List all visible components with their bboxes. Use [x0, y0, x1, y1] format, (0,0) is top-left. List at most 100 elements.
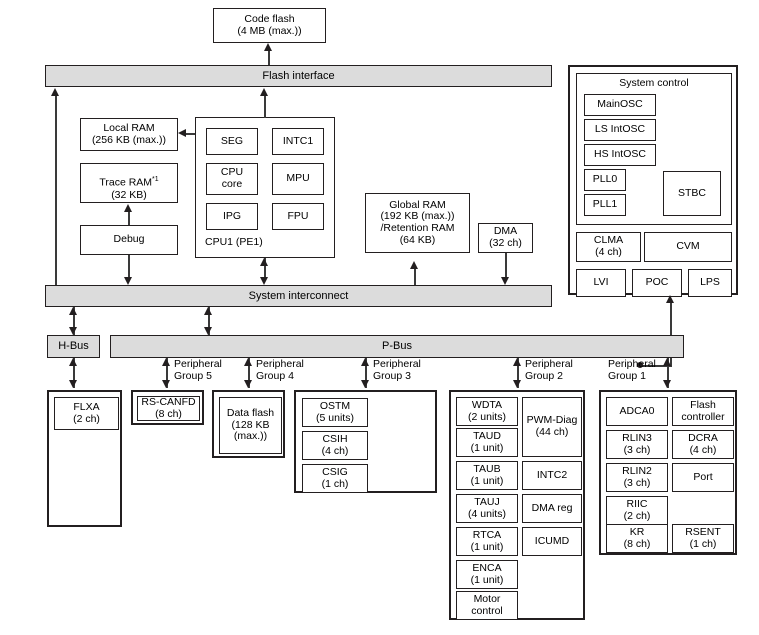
arrow-up-cpu1-flash — [260, 88, 268, 96]
connector-cpu1-to-localram — [186, 133, 196, 135]
system-control-title: System control — [619, 77, 689, 89]
connector-pbus-to-group1 — [667, 358, 669, 388]
arrow-down-group3 — [361, 380, 369, 388]
p-bus-bar: P-Bus — [110, 335, 684, 358]
group5-box: RS-CANFD (8 ch) — [131, 390, 204, 425]
sysctl-block-ls-intosc: LS IntOSC — [584, 119, 656, 141]
system-control-clock-panel: System control MainOSC LS IntOSC HS IntO… — [576, 73, 732, 225]
connector-debug-to-interconnect — [128, 255, 130, 278]
group2-block-icumd: ICUMD — [522, 527, 582, 556]
group4-block-data-flash: Data flash (128 KB (max.)) — [219, 397, 282, 454]
group1-box: ADCA0 RLIN3 (3 ch) RLIN2 (3 ch) RIIC (2 … — [599, 390, 737, 555]
group5-block-rs-canfd: RS-CANFD (8 ch) — [137, 396, 200, 421]
connector-debug-to-traceram — [128, 211, 130, 225]
trace-ram-size: (32 KB) — [111, 188, 147, 201]
arrow-up-traceram — [124, 204, 132, 212]
hbus-group-box: FLXA (2 ch) — [47, 390, 122, 527]
group2-block-intc2: INTC2 — [522, 461, 582, 490]
flash-interface-bar: Flash interface — [45, 65, 552, 87]
cpu1-block-seg: SEG — [206, 128, 258, 155]
trace-ram-label: Trace RAM — [99, 176, 153, 189]
local-ram-block: Local RAM (256 KB (max.)) — [80, 118, 178, 151]
connector-pbus-to-group4 — [248, 358, 250, 388]
group4-box: Data flash (128 KB (max.)) — [212, 390, 285, 458]
group2-block-pwm-diag: PWM-Diag (44 ch) — [522, 397, 582, 457]
sysctl-block-lvi: LVI — [576, 269, 626, 297]
arrow-down-hbus — [69, 327, 77, 335]
group1-block-rlin3: RLIN3 (3 ch) — [606, 430, 668, 459]
cpu1-block-intc1: INTC1 — [272, 128, 324, 155]
connector-interconnect-to-flash-left — [55, 95, 57, 287]
sysctl-block-poc: POC — [632, 269, 682, 297]
group1-block-adca0: ADCA0 — [606, 397, 668, 426]
group3-block-csig: CSIG (1 ch) — [302, 464, 368, 493]
connector-sysctl-to-pbus-vertical — [670, 302, 672, 366]
sysctl-block-clma: CLMA (4 ch) — [576, 232, 641, 262]
group2-block-dma-reg: DMA reg — [522, 494, 582, 523]
sysctl-block-lps: LPS — [688, 269, 732, 297]
peripheral-group-4-label: Peripheral Group 4 — [256, 358, 304, 383]
system-interconnect-bar: System interconnect — [45, 285, 552, 307]
connector-dma-to-interconnect — [505, 253, 507, 278]
connector-sysctl-to-pg1-horizontal — [640, 365, 672, 367]
arrow-down-group2 — [513, 380, 521, 388]
connector-flash-to-codeflash — [268, 50, 270, 66]
hbus-block-flxa: FLXA (2 ch) — [54, 397, 119, 430]
arrow-up-flash-left — [51, 88, 59, 96]
arrow-down-cpu1-interconnect — [260, 277, 268, 285]
junction-dot-group1 — [637, 362, 643, 368]
group3-block-ostm: OSTM (5 units) — [302, 398, 368, 427]
group1-block-flash-controller: Flash controller — [672, 397, 734, 426]
peripheral-group-1-label: Peripheral Group 1 — [608, 358, 656, 383]
group2-block-wdta: WDTA (2 units) — [456, 397, 518, 426]
arrow-down-flxa — [69, 380, 77, 388]
group1-block-kr: KR (8 ch) — [606, 524, 668, 553]
connector-interconnect-to-globalram — [414, 268, 416, 287]
group1-block-dcra: DCRA (4 ch) — [672, 430, 734, 459]
group1-block-rlin2: RLIN2 (3 ch) — [606, 463, 668, 492]
group2-block-taub: TAUB (1 unit) — [456, 461, 518, 490]
connector-hbus-to-flxa — [73, 358, 75, 388]
dma-block: DMA (32 ch) — [478, 223, 533, 253]
connector-interconnect-to-hbus — [73, 307, 75, 335]
group1-block-riic: RIIC (2 ch) — [606, 496, 668, 525]
cpu1-block-ipg: IPG — [206, 203, 258, 230]
cpu1-block-mpu: MPU — [272, 163, 324, 195]
connector-pbus-to-group5 — [166, 358, 168, 388]
sysctl-block-cvm: CVM — [644, 232, 732, 262]
arrow-up-group4 — [244, 358, 252, 366]
arrow-down-pbus — [204, 327, 212, 335]
trace-ram-block: Trace RAM*1 (32 KB) — [80, 163, 178, 203]
cpu1-caption: CPU1 (PE1) — [205, 236, 263, 248]
peripheral-group-3-label: Peripheral Group 3 — [373, 358, 421, 383]
h-bus-bar: H-Bus — [47, 335, 100, 358]
sysctl-block-pll0: PLL0 — [584, 169, 626, 191]
debug-block: Debug — [80, 225, 178, 255]
peripheral-group-5-label: Peripheral Group 5 — [174, 358, 222, 383]
connector-pbus-to-group2 — [517, 358, 519, 388]
cpu1-block-cpu-core: CPU core — [206, 163, 258, 195]
global-ram-block: Global RAM (192 KB (max.)) /Retention RA… — [365, 193, 470, 253]
group2-block-tauj: TAUJ (4 units) — [456, 494, 518, 523]
group2-box: WDTA (2 units) TAUD (1 unit) TAUB (1 uni… — [449, 390, 585, 620]
sysctl-block-pll1: PLL1 — [584, 194, 626, 216]
arrow-up-sysctl — [666, 295, 674, 303]
cpu1-group: SEG INTC1 CPU core MPU IPG FPU CPU1 (PE1… — [195, 117, 335, 258]
arrow-down-group4 — [244, 380, 252, 388]
arrow-down-group1 — [663, 380, 671, 388]
group3-block-csih: CSIH (4 ch) — [302, 431, 368, 460]
arrow-down-group5 — [162, 380, 170, 388]
group2-block-taud: TAUD (1 unit) — [456, 428, 518, 457]
arrow-up-hbus — [69, 307, 77, 315]
arrow-up-globalram — [410, 261, 418, 269]
group2-block-enca: ENCA (1 unit) — [456, 560, 518, 589]
connector-cpu1-to-interconnect — [264, 258, 266, 278]
group1-block-rsent: RSENT (1 ch) — [672, 524, 734, 553]
arrow-up-group1 — [663, 358, 671, 366]
cpu1-block-fpu: FPU — [272, 203, 324, 230]
arrow-up-group3 — [361, 358, 369, 366]
system-control-group: System control MainOSC LS IntOSC HS IntO… — [568, 65, 738, 297]
arrow-up-pbus — [204, 307, 212, 315]
sysctl-block-stbc: STBC — [663, 171, 721, 216]
